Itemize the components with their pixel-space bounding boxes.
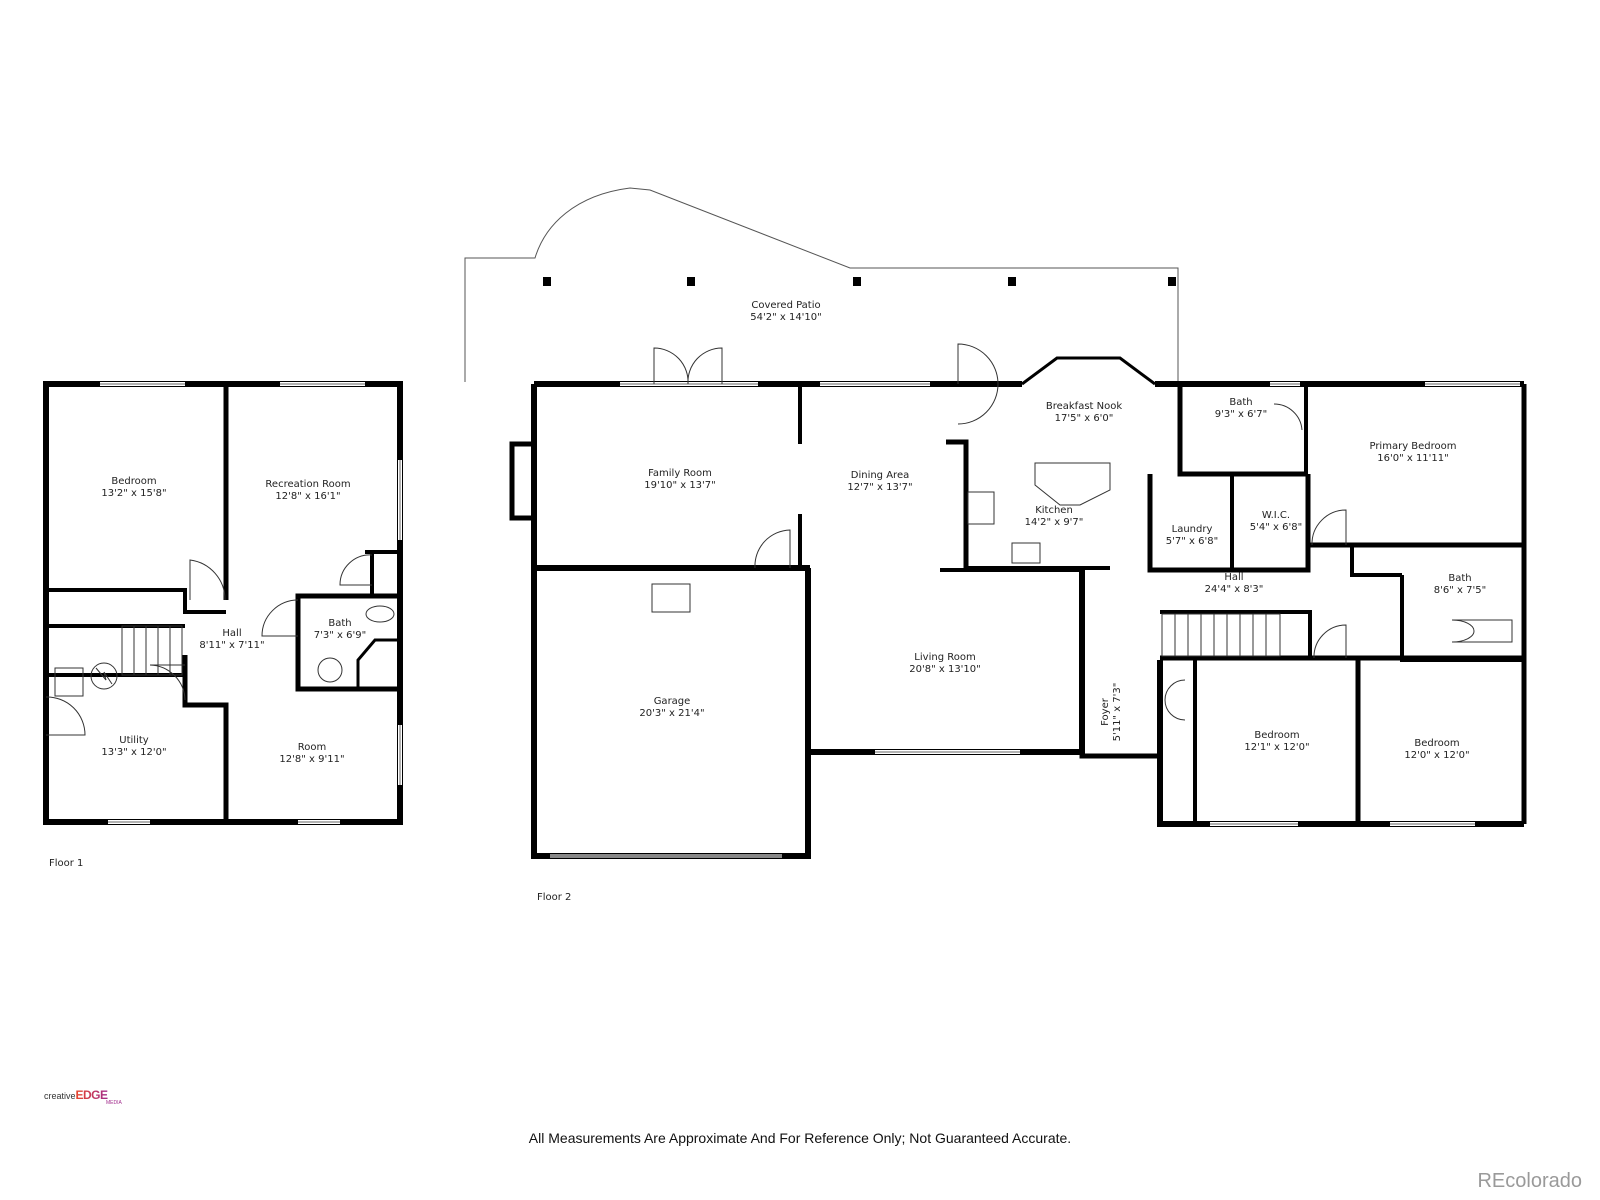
room-name: Primary Bedroom <box>1369 441 1457 452</box>
brand-main: EDGE <box>75 1088 109 1102</box>
room-label-recreation-room: Recreation Room 12'8" x 16'1" <box>265 479 350 503</box>
brand-prefix: creative <box>44 1091 76 1101</box>
room-label-foyer: Foyer 5'11" x 7'3" <box>1100 683 1124 742</box>
watermark: REcolorado <box>1477 1170 1582 1192</box>
room-size: 12'0" x 12'0" <box>1404 750 1470 761</box>
room-label-primary-bath: Bath 9'3" x 6'7" <box>1215 397 1267 421</box>
room-name: Hall <box>222 628 242 639</box>
room-name: Bedroom <box>1414 738 1460 749</box>
room-name: W.I.C. <box>1261 510 1291 521</box>
room-size: 12'7" x 13'7" <box>847 482 913 493</box>
room-size: 14'2" x 9'7" <box>1024 517 1084 528</box>
room-label-floor1-bath: Bath 7'3" x 6'9" <box>314 618 366 642</box>
room-label-kitchen: Kitchen 14'2" x 9'7" <box>1025 505 1084 529</box>
room-name: Dining Area <box>850 470 910 481</box>
room-name: Bedroom <box>111 476 157 487</box>
disclaimer: All Measurements Are Approximate And For… <box>528 1130 1072 1146</box>
room-size: 12'8" x 16'1" <box>275 491 341 502</box>
room-name: Bath <box>1448 573 1472 584</box>
floor-2-label: Floor 2 <box>537 892 572 903</box>
floor-2-plan <box>464 187 1527 859</box>
room-size: 13'2" x 15'8" <box>101 488 167 499</box>
room-name: Foyer <box>1100 698 1111 726</box>
room-name: Garage <box>653 696 691 707</box>
room-name: Room <box>297 742 327 753</box>
room-name: Laundry <box>1171 524 1213 535</box>
room-name: Living Room <box>914 652 976 663</box>
room-size: 7'3" x 6'9" <box>313 630 367 641</box>
room-size: 17'5" x 6'0" <box>1054 413 1114 424</box>
room-label-wic: W.I.C. 5'4" x 6'8" <box>1250 510 1302 534</box>
room-label-primary-bedroom: Primary Bedroom 16'0" x 11'11" <box>1369 441 1456 465</box>
room-size: 19'10" x 13'7" <box>644 480 716 491</box>
room-name: Hall <box>1224 572 1244 583</box>
room-label-dining-area: Dining Area 12'7" x 13'7" <box>847 470 912 494</box>
room-size: 20'8" x 13'10" <box>909 664 981 675</box>
room-size: 13'3" x 12'0" <box>101 747 167 758</box>
room-size: 20'3" x 21'4" <box>639 708 705 719</box>
room-size: 8'11" x 7'11" <box>199 640 265 651</box>
room-size: 12'8" x 9'11" <box>279 754 345 765</box>
room-label-bedroom-3: Bedroom 12'0" x 12'0" <box>1404 738 1469 762</box>
room-size: 5'4" x 6'8" <box>1249 522 1303 533</box>
room-label-floor1-bedroom: Bedroom 13'2" x 15'8" <box>101 476 166 500</box>
room-label-bedroom-2: Bedroom 12'1" x 12'0" <box>1244 730 1309 754</box>
room-label-covered-patio: Covered Patio 54'2" x 14'10" <box>750 300 822 324</box>
room-name: Bath <box>328 618 352 629</box>
room-label-floor1-hall: Hall 8'11" x 7'11" <box>199 628 264 652</box>
room-name: Utility <box>119 735 149 746</box>
room-name: Covered Patio <box>751 300 821 311</box>
floor-1-label: Floor 1 <box>49 858 84 869</box>
room-label-room: Room 12'8" x 9'11" <box>279 742 344 766</box>
room-name: Kitchen <box>1035 505 1073 516</box>
brand-logo: creativeEDGE MEDIA <box>44 1088 122 1106</box>
room-label-floor2-hall: Hall 24'4" x 8'3" <box>1205 572 1264 596</box>
room-size: 12'1" x 12'0" <box>1244 742 1310 753</box>
room-name: Breakfast Nook <box>1045 401 1123 412</box>
room-label-breakfast-nook: Breakfast Nook 17'5" x 6'0" <box>1046 401 1122 425</box>
room-size: 54'2" x 14'10" <box>750 312 822 323</box>
room-label-family-room: Family Room 19'10" x 13'7" <box>644 468 716 492</box>
room-label-hall-bath: Bath 8'6" x 7'5" <box>1434 573 1486 597</box>
room-size: 5'7" x 6'8" <box>1165 536 1219 547</box>
room-label-utility: Utility 13'3" x 12'0" <box>101 735 166 759</box>
room-name: Bath <box>1229 397 1253 408</box>
room-name: Recreation Room <box>265 479 351 490</box>
room-name: Bedroom <box>1254 730 1300 741</box>
room-label-living-room: Living Room 20'8" x 13'10" <box>909 652 981 676</box>
room-size: 24'4" x 8'3" <box>1204 584 1264 595</box>
floor-1-plan <box>43 381 403 825</box>
room-label-garage: Garage 20'3" x 21'4" <box>639 696 704 720</box>
room-size: 5'11" x 7'3" <box>1112 682 1123 742</box>
room-size: 8'6" x 7'5" <box>1433 585 1487 596</box>
room-size: 9'3" x 6'7" <box>1214 409 1268 420</box>
brand-sub: MEDIA <box>106 1100 122 1106</box>
room-size: 16'0" x 11'11" <box>1377 453 1449 464</box>
room-label-laundry: Laundry 5'7" x 6'8" <box>1166 524 1218 548</box>
room-name: Family Room <box>648 468 712 479</box>
